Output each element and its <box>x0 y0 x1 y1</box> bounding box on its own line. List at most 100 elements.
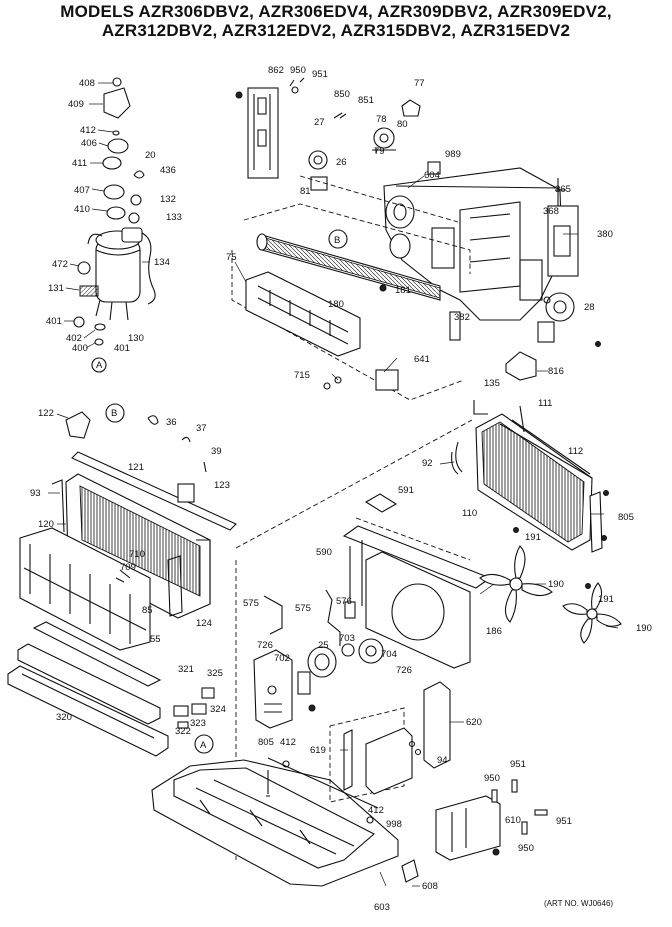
callout-407: 407 <box>74 185 90 196</box>
callout-576: 576 <box>336 596 352 607</box>
coil-tubes-112 <box>499 419 593 479</box>
rail-805 <box>267 757 379 809</box>
part-135 <box>473 400 488 415</box>
screw-950 <box>291 86 299 94</box>
part-322 <box>177 721 189 729</box>
part-382 <box>449 311 461 341</box>
clip-436 <box>133 170 145 179</box>
callout-111: 111 <box>538 398 552 409</box>
part-132 <box>130 194 142 206</box>
bracket-575a <box>263 595 283 635</box>
callout-805-a: 805 <box>618 512 634 523</box>
callout-951-a: 951 <box>312 69 328 80</box>
callout-436: 436 <box>160 165 176 176</box>
callout-950-c: 950 <box>518 843 534 854</box>
callout-133: 133 <box>166 212 182 223</box>
callout-20: 20 <box>145 150 156 161</box>
callout-365: 365 <box>555 184 571 195</box>
part-124 <box>167 555 183 617</box>
part-27 <box>308 150 328 170</box>
connector-B2-circle <box>105 403 125 423</box>
fan-blade-190b <box>562 582 622 644</box>
callout-79: 79 <box>374 146 385 157</box>
callout-77: 77 <box>414 78 425 89</box>
callout-26: 26 <box>336 157 347 168</box>
callout-80: 80 <box>397 119 408 130</box>
overload-411 <box>102 156 122 170</box>
base-tray-320 <box>7 665 169 757</box>
callout-134: 134 <box>154 257 170 268</box>
part-79 <box>372 148 396 153</box>
callout-39: 39 <box>211 446 222 457</box>
callout-85: 85 <box>142 605 153 616</box>
callout-122: 122 <box>38 408 54 419</box>
callout-190-b: 190 <box>636 623 652 634</box>
part-321 <box>17 643 161 725</box>
callout-408: 408 <box>79 78 95 89</box>
callout-78: 78 <box>376 114 387 125</box>
callout-37: 37 <box>196 423 207 434</box>
callout-472: 472 <box>52 259 68 270</box>
callout-55: 55 <box>150 634 161 645</box>
callout-81: 81 <box>300 186 311 197</box>
callout-619: 619 <box>310 745 326 756</box>
callout-951-c: 951 <box>556 816 572 827</box>
part-610 <box>435 795 501 861</box>
clip-36 <box>147 415 159 425</box>
part-472 <box>77 261 91 275</box>
callout-406: 406 <box>81 138 97 149</box>
screw-950b <box>491 789 498 803</box>
part-94 <box>365 727 413 795</box>
callout-27: 27 <box>314 117 325 128</box>
callout-A-2: A <box>200 740 207 751</box>
tube-92 <box>451 441 463 475</box>
fan-blade-190a <box>479 545 553 623</box>
part-123 <box>177 483 195 503</box>
screw-951c <box>534 809 548 816</box>
callout-320: 320 <box>56 712 72 723</box>
callout-401-a: 401 <box>46 316 62 327</box>
bracket-805 <box>589 491 603 553</box>
callout-709: 709 <box>120 562 136 573</box>
part-55 <box>32 621 162 687</box>
leader-lines <box>48 82 619 887</box>
connector-B-circle <box>328 229 348 249</box>
callout-702: 702 <box>274 653 290 664</box>
callout-575-a: 575 <box>243 598 259 609</box>
callout-181: 181 <box>395 285 411 296</box>
tangential-blower-wheel-180 <box>256 233 441 301</box>
callout-851: 851 <box>358 95 374 106</box>
bushing-402 <box>94 323 106 331</box>
bracket-862 <box>247 87 279 179</box>
callout-862: 862 <box>268 65 284 76</box>
grommet-410 <box>106 206 126 220</box>
part-619 <box>343 729 353 791</box>
callout-575-b: 575 <box>295 603 311 614</box>
callout-641: 641 <box>414 354 430 365</box>
callout-368: 368 <box>543 206 559 217</box>
callout-998: 998 <box>386 819 402 830</box>
callout-710: 710 <box>129 549 145 560</box>
part-702 <box>297 671 311 695</box>
part-191b <box>585 583 591 589</box>
nut-408 <box>112 77 122 87</box>
callout-604: 604 <box>424 170 440 181</box>
callout-190-a: 190 <box>548 579 564 590</box>
callout-75: 75 <box>226 252 237 263</box>
callout-120: 120 <box>38 519 54 530</box>
part-122 <box>65 411 91 439</box>
callout-608: 608 <box>422 881 438 892</box>
callout-402: 402 <box>66 333 82 344</box>
callout-380: 380 <box>597 229 613 240</box>
control-380 <box>547 205 579 277</box>
callout-726-a: 726 <box>257 640 273 651</box>
part-703 <box>341 643 355 657</box>
filter-85 <box>19 527 151 651</box>
screw-998 <box>366 816 374 824</box>
callout-401-b: 401 <box>114 343 130 354</box>
callout-321: 321 <box>178 664 194 675</box>
callout-989: 989 <box>445 149 461 160</box>
callout-324: 324 <box>210 704 226 715</box>
front-panel-assembly <box>7 403 237 757</box>
